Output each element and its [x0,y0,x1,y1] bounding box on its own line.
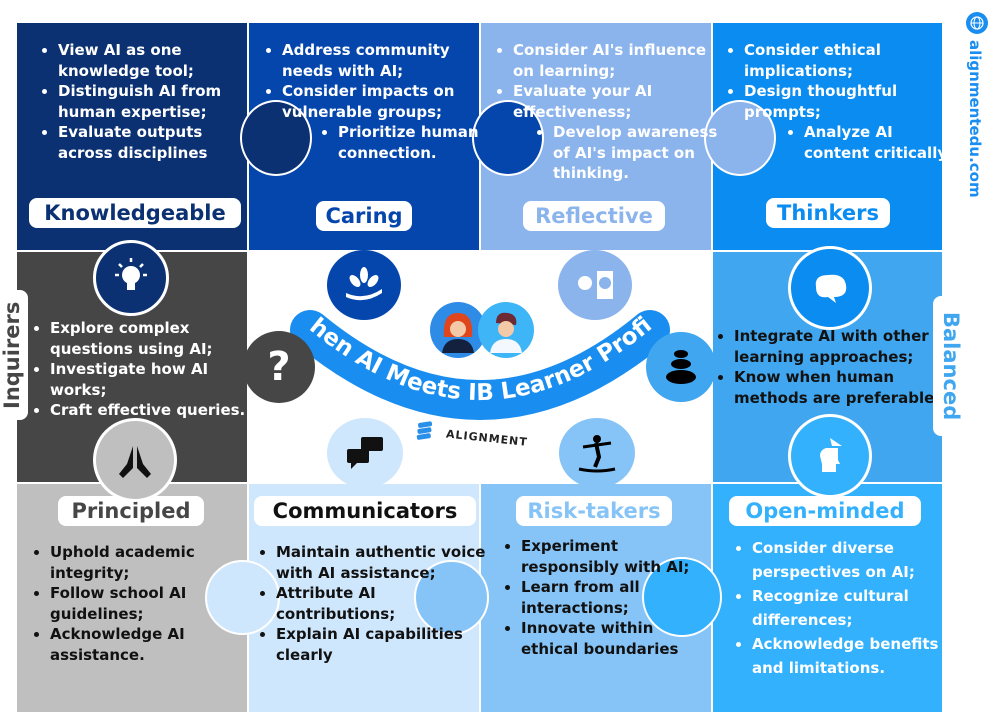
point: Prioritize human connection. [338,122,492,163]
praying-hands-icon [93,418,177,502]
label-principled: Principled [58,496,204,526]
point: Distinguish AI from human expertise; [58,81,258,122]
point: Innovate within ethical boundaries [521,618,701,659]
point: Evaluate outputs across disciplines [58,122,258,163]
label-thinkers: Thinkers [766,198,890,228]
avatar-female [430,302,486,358]
point: Investigate how AI works; [50,359,265,400]
label-inquirers: Inquirers [0,290,28,420]
point: Consider impacts on vulnerable groups; [282,81,492,122]
stacked-stones-icon [646,332,716,402]
globe-icon [966,12,988,34]
reflective-points: Consider AI's influence on learning; Eva… [495,40,723,184]
point: Integrate AI with other learning approac… [734,326,954,367]
point: Acknowledge AI assistance. [50,624,240,665]
point: Design thoughtful prompts; [744,81,954,122]
point: Learn from all interactions; [521,577,701,618]
knowledgeable-points: View AI as one knowledge tool; Distingui… [40,40,258,163]
mirror-head-icon [558,250,632,320]
brand-name: ALIGNMENT [445,426,529,449]
point: Evaluate your AI effectiveness; [513,81,723,122]
inquirers-points: Explore complex questions using AI; Inve… [32,318,265,421]
point: Explain AI capabilities clearly [276,624,491,665]
point: Explore complex questions using AI; [50,318,265,359]
point: Recognize cultural differences; [752,584,952,632]
balance-board-icon [559,418,635,488]
point: Experiment responsibly with AI; [521,536,701,577]
lightbulb-icon [93,240,169,316]
point: Consider diverse perspectives on AI; [752,536,952,584]
point: Consider ethical implications; [744,40,954,81]
label-balanced: Balanced [933,296,963,436]
layers-logo-icon [416,421,433,440]
point: Analyze AI content critically. [804,122,954,163]
chat-bubbles-icon [327,418,403,488]
thinkers-points: Consider ethical implications; Design th… [726,40,954,163]
caring-points: Address community needs with AI; Conside… [264,40,492,163]
hand-plant-icon [327,250,401,320]
point: Uphold academic integrity; [50,542,240,583]
balanced-points: Integrate AI with other learning approac… [716,326,954,408]
puzzle-knob [642,557,722,637]
communicators-points: Maintain authentic voice with AI assista… [258,542,491,665]
open-head-icon [788,414,872,498]
puzzle-knob [205,560,280,635]
label-knowledgeable: Knowledgeable [29,198,241,228]
puzzle-knob [704,100,776,176]
point: Acknowledge benefits and limitations. [752,632,952,680]
point: Know when human methods are preferable. [734,367,954,408]
point: Develop awareness of AI's impact on thin… [553,122,723,184]
point: Attribute AI contributions; [276,583,491,624]
website-link[interactable]: alignmentedu.com [966,40,984,198]
label-open-minded: Open-minded [729,496,921,526]
point: Follow school AI guidelines; [50,583,240,624]
label-communicators: Communicators [254,496,476,526]
label-caring: Caring [316,201,412,231]
open-minded-points: Consider diverse perspectives on AI; Rec… [734,536,952,680]
brain-icon [788,246,872,330]
principled-points: Uphold academic integrity; Follow school… [32,542,240,665]
puzzle-knob [240,100,312,176]
alignment-logo: ALIGNMENT [413,419,529,453]
point: Maintain authentic voice with AI assista… [276,542,491,583]
risk-takers-points: Experiment responsibly with AI; Learn fr… [503,536,701,659]
point: Address community needs with AI; [282,40,492,81]
label-risk-takers: Risk-takers [516,496,672,526]
avatar-male [478,302,534,358]
point: Consider AI's influence on learning; [513,40,723,81]
point: Craft effective queries. [50,400,265,421]
question-icon: ? [243,331,315,403]
puzzle-knob [472,100,544,176]
point: View AI as one knowledge tool; [58,40,258,81]
puzzle-knob [414,560,489,635]
label-reflective: Reflective [523,201,665,231]
